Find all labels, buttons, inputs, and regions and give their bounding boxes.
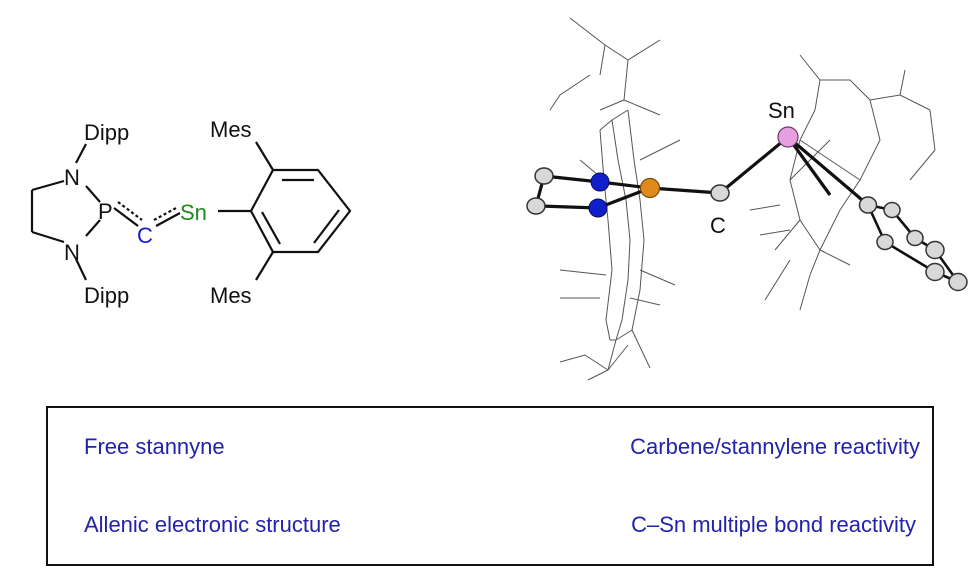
bond-c-sn-1: [155, 212, 181, 227]
chemical-structure: N N P C Sn Dipp Dipp Mes Mes: [30, 117, 352, 308]
bond-n-ch2-top: [31, 179, 65, 192]
benzene-inner-bond-3: [261, 211, 281, 245]
group-label-mes-bottom: Mes: [210, 283, 252, 308]
bond-p-c-2: [117, 201, 143, 221]
group-label-dipp-bottom: Dipp: [84, 283, 129, 308]
feature-c-sn-multiple-bond-reactivity: C–Sn multiple bond reactivity: [631, 512, 916, 537]
atom-label-c: C: [137, 223, 153, 248]
feature-free-stannyne: Free stannyne: [84, 434, 225, 459]
bond-ch2-n-bottom: [31, 230, 65, 244]
core-bonds: [534, 135, 870, 210]
feature-allenic-structure: Allenic electronic structure: [84, 512, 341, 537]
benzene-ring: [249, 168, 352, 254]
crystal-label-c: C: [710, 213, 726, 238]
bond-c-sn-2: [153, 206, 179, 221]
bond-aryl-mes-top: [255, 141, 274, 171]
crystal-structure: Sn C: [526, 17, 968, 381]
bond-n-p-bottom: [85, 219, 101, 237]
bond-p-c-1: [113, 207, 139, 227]
crystal-label-sn: Sn: [768, 98, 795, 123]
group-label-dipp-top: Dipp: [84, 120, 129, 145]
benzene-inner-bond-2: [313, 209, 340, 244]
feature-carbene-stannylene-reactivity: Carbene/stannylene reactivity: [630, 434, 920, 459]
nitrogen-atoms: [588, 172, 610, 218]
group-label-mes-top: Mes: [210, 117, 252, 142]
bond-aryl-mes-bottom: [255, 251, 274, 281]
atom-label-sn: Sn: [180, 200, 207, 225]
bond-n-dipp-bottom: [75, 258, 87, 281]
tin-atom: [777, 126, 799, 148]
ligand-wireframe: [549, 17, 936, 381]
carbon-atoms: [526, 167, 968, 292]
atom-label-p: P: [98, 199, 113, 224]
bond-n-dipp-top: [75, 143, 87, 164]
atom-label-n-top: N: [64, 165, 80, 190]
features-box: Free stannyne Allenic electronic structu…: [46, 406, 934, 566]
bond-n-p-top: [85, 185, 101, 203]
atom-label-n-bottom: N: [64, 240, 80, 265]
phosphorus-atom: [639, 177, 661, 199]
